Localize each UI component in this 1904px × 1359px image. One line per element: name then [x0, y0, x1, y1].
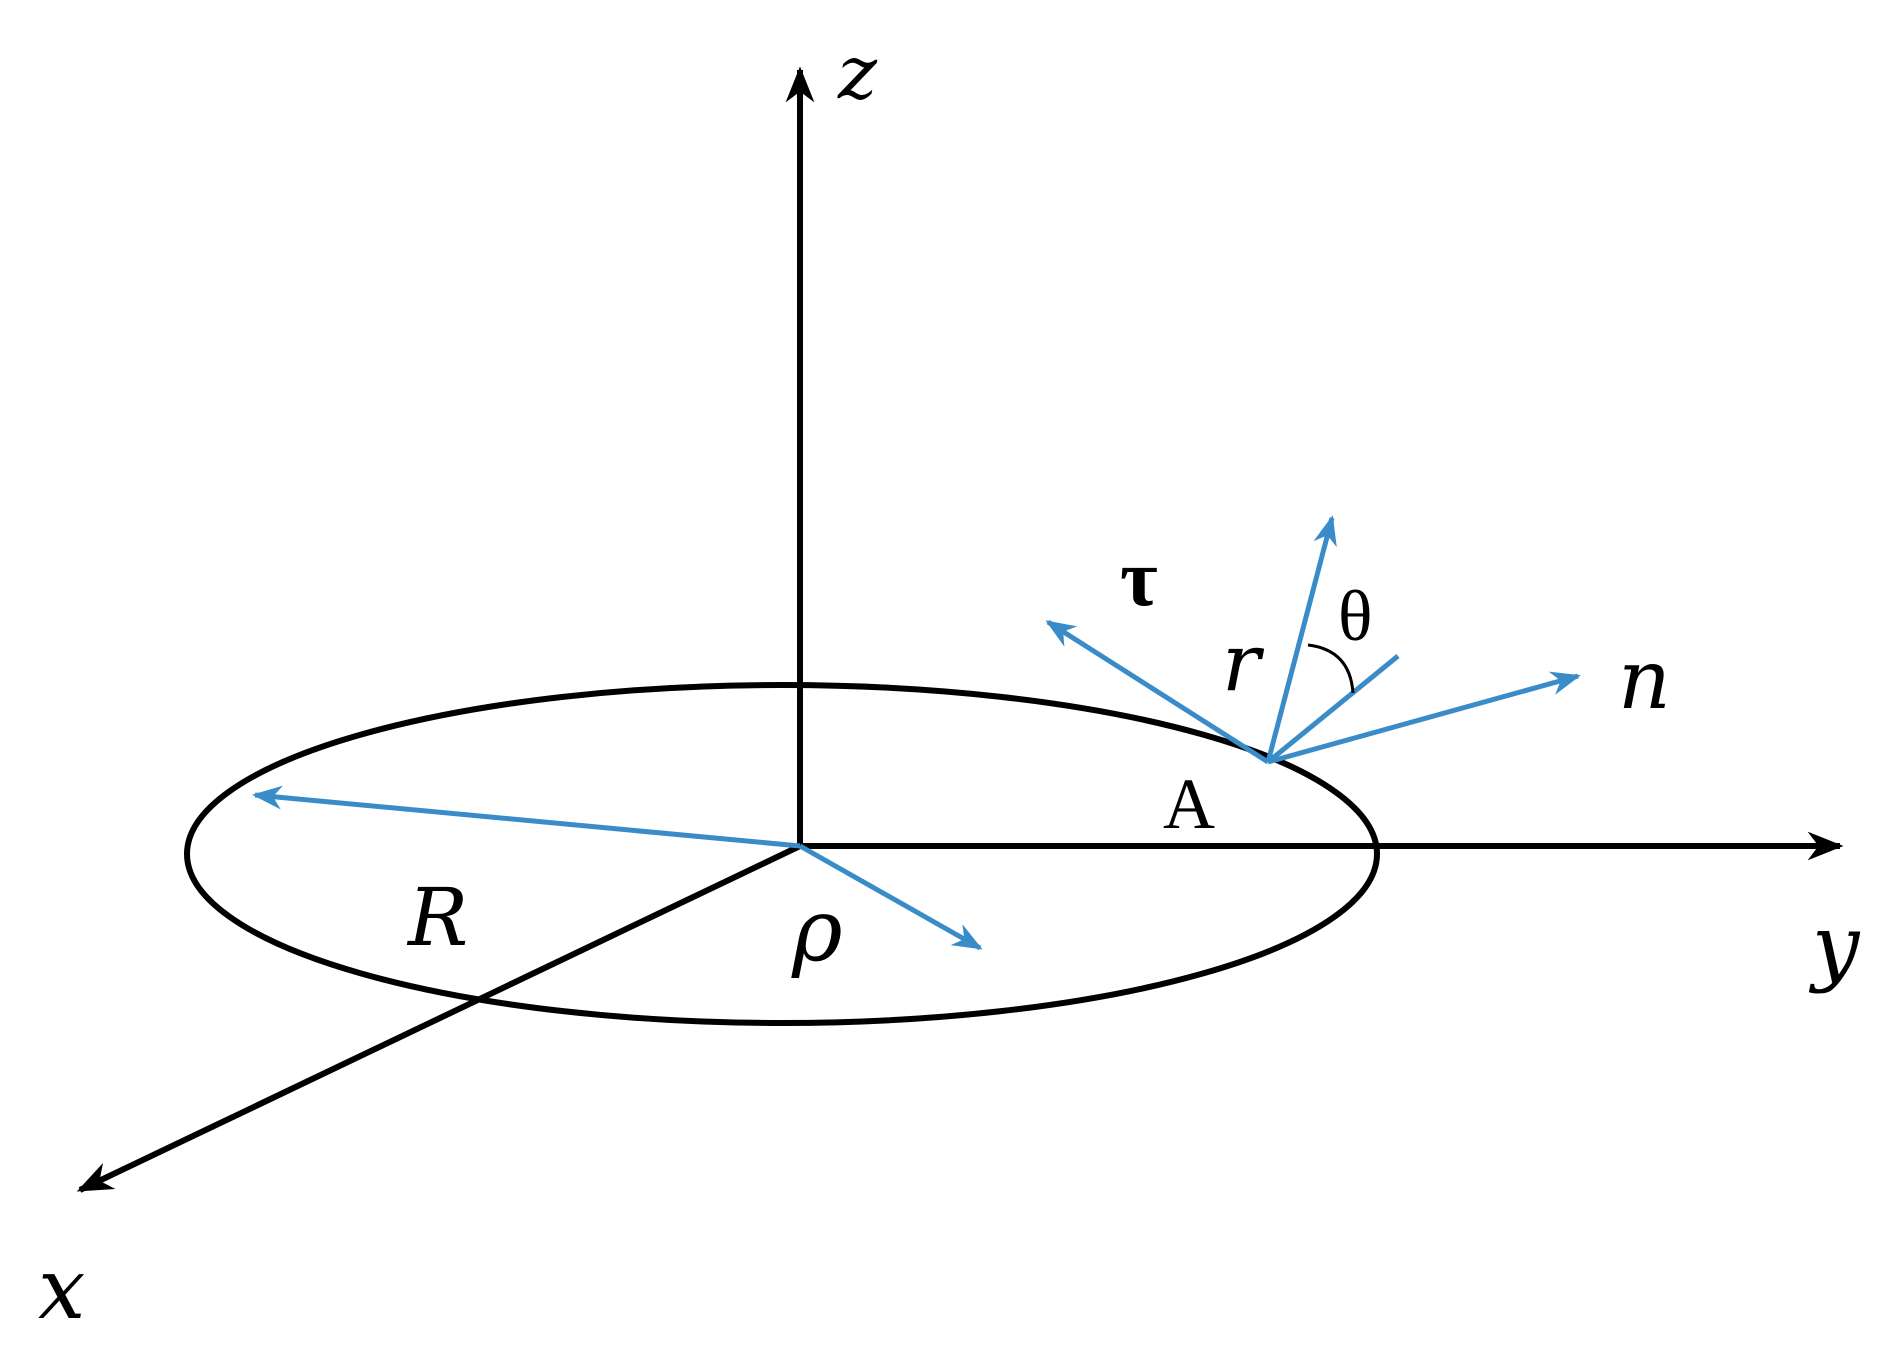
x-axis-label: x [38, 1240, 85, 1338]
y-axis-label: y [1808, 897, 1861, 995]
point-a-label: A [1163, 764, 1215, 844]
z-axis-label: z [837, 30, 878, 116]
normal-vector [1267, 671, 1581, 765]
rho-label: ρ [791, 881, 843, 981]
tau-vector [1045, 619, 1270, 765]
rho-vector [798, 843, 983, 951]
disk-ellipse [184, 682, 1380, 1026]
r-vector-label: r [1222, 616, 1265, 709]
normal-label: n [1618, 633, 1671, 728]
x-axis [76, 843, 802, 1193]
theta-reference-line [1266, 654, 1400, 764]
radius-vector [252, 785, 801, 849]
tau-label: τ [1120, 532, 1158, 623]
theta-arc [1307, 643, 1355, 694]
r-vector [1265, 515, 1337, 763]
radius-label: R [406, 871, 468, 964]
theta-label: θ [1338, 576, 1373, 656]
